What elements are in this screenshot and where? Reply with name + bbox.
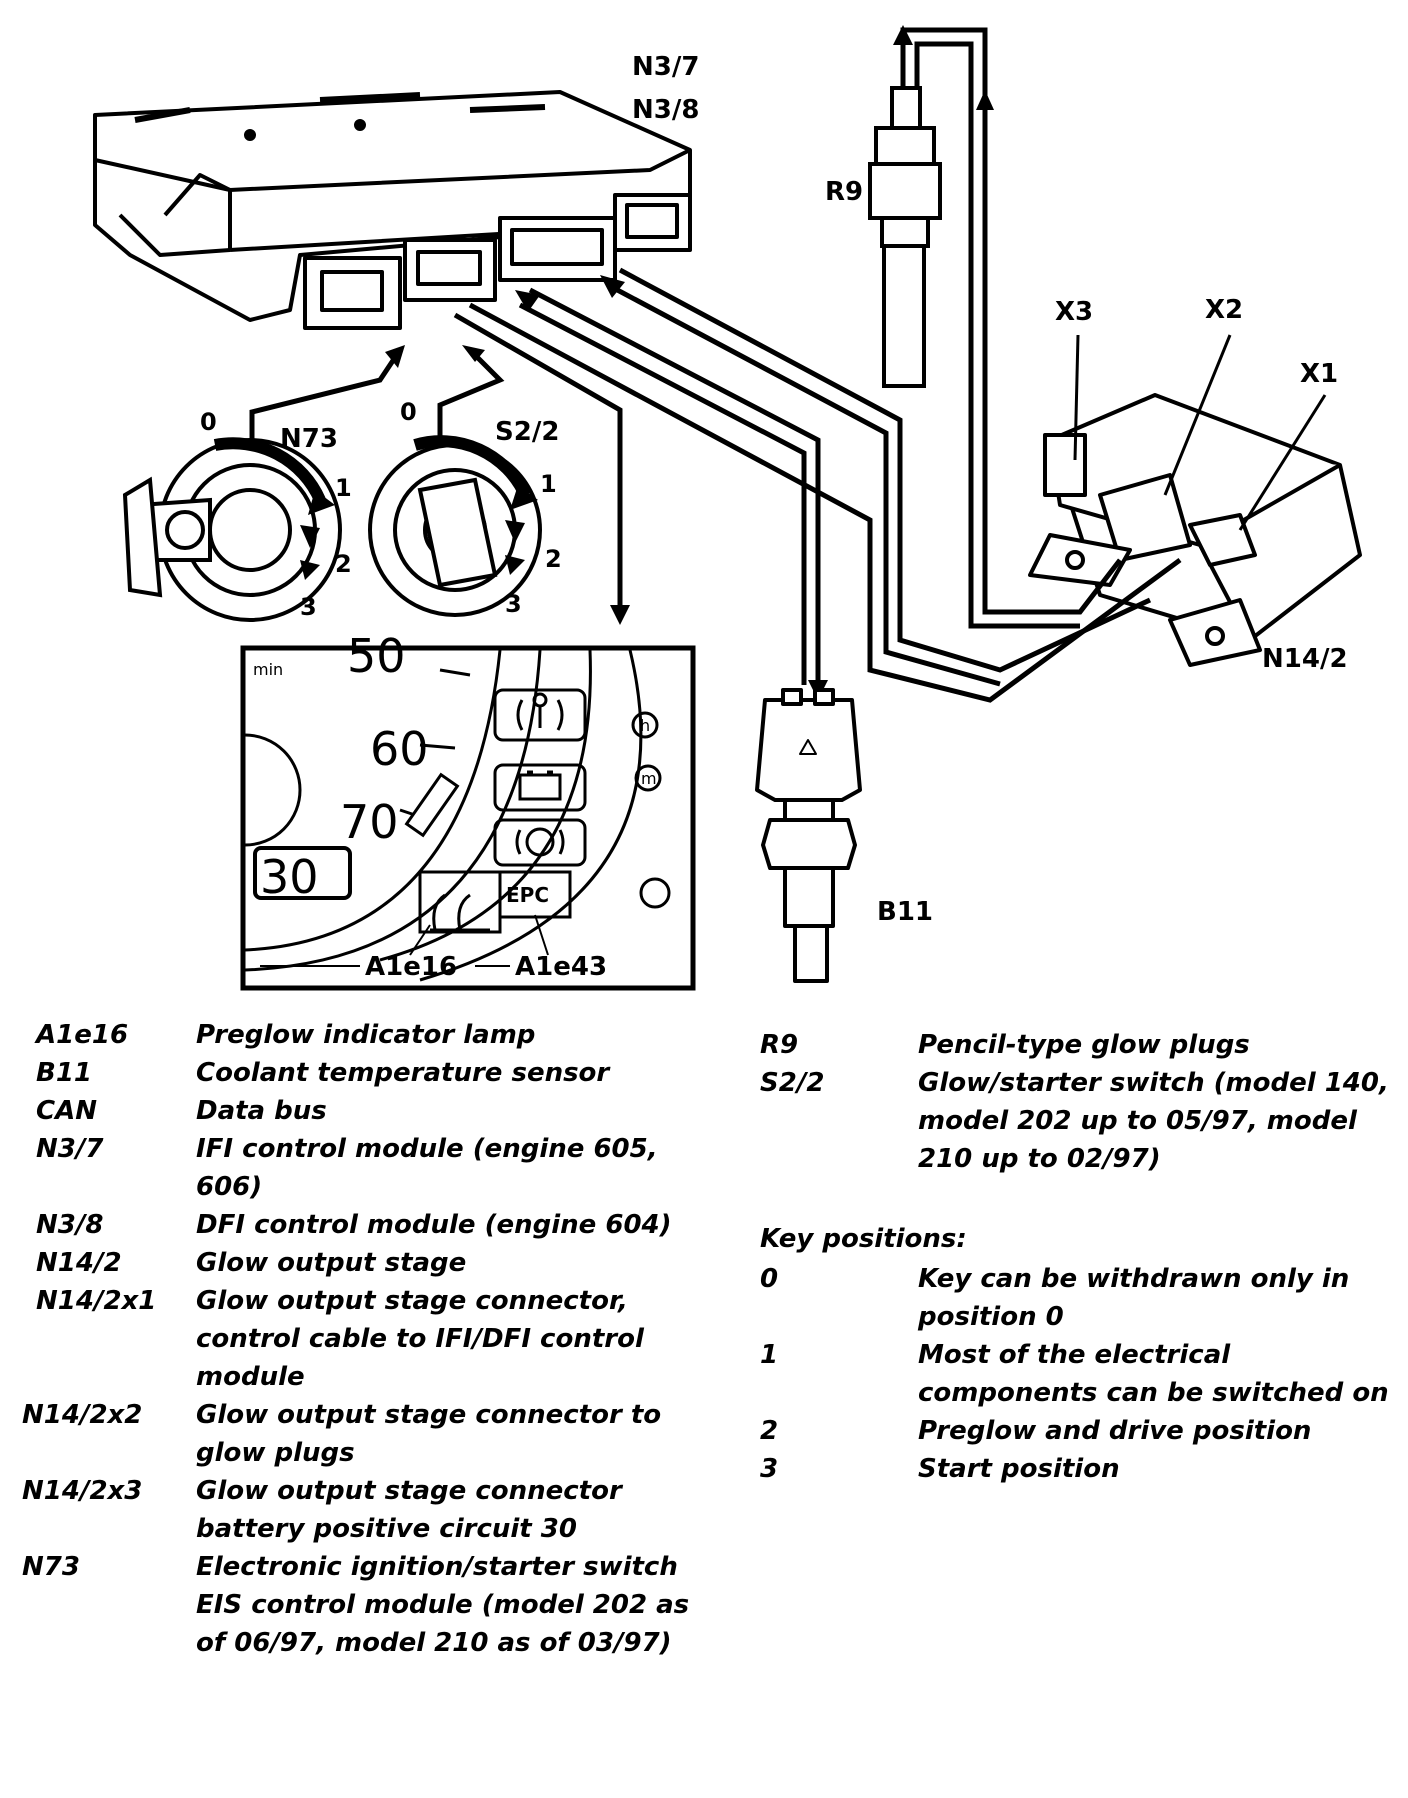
legend-desc: Pencil-type glow plugs	[918, 1030, 1250, 1060]
key-position-desc: Preglow and drive position	[918, 1416, 1312, 1446]
cluster-min: min	[253, 660, 283, 679]
legend-desc: Coolant temperature sensor	[196, 1058, 610, 1088]
battery-icon	[518, 770, 562, 801]
legend-code: R9	[760, 1030, 799, 1060]
legend-desc: DFI control module (engine 604)	[196, 1210, 672, 1240]
legend-row: N3/7 IFI control module (engine 605, 606…	[36, 1130, 696, 1206]
legend-row: A1e16 Preglow indicator lamp	[36, 1016, 696, 1054]
legend-right: R9 Pencil-type glow plugs S2/2 Glow/star…	[760, 1026, 1400, 1488]
legend-code: N3/7	[36, 1134, 104, 1164]
label-a1e16: A1e16	[365, 952, 457, 982]
glow-plug-drawing	[868, 86, 942, 388]
ignition-switch-n73-drawing	[122, 437, 342, 622]
s2-2-pos-1: 1	[540, 470, 557, 498]
legend-code: A1e16	[36, 1020, 129, 1050]
s2-2-pos-3: 3	[505, 590, 522, 618]
legend-desc: Glow output stage	[196, 1248, 467, 1278]
cluster-odometer-30: 30	[260, 850, 319, 904]
legend-desc: Glow output stage connector, control cab…	[196, 1286, 644, 1392]
legend-code: N14/2x2	[22, 1400, 143, 1430]
legend-desc: IFI control module (engine 605, 606)	[196, 1134, 658, 1202]
s2-2-pos-0: 0	[400, 398, 417, 426]
label-n3-7: N3/7	[632, 52, 699, 82]
key-position-row: 2 Preglow and drive position	[760, 1412, 1400, 1450]
n73-arrows	[300, 490, 335, 580]
label-n73: N73	[280, 424, 338, 454]
coolant-sensor-drawing	[755, 688, 862, 983]
legend-code: N3/8	[36, 1210, 104, 1240]
legend-row: N14/2x1 Glow output stage connector, con…	[36, 1282, 696, 1396]
wire-arrows	[385, 25, 994, 700]
key-position-row: 1 Most of the electrical components can …	[760, 1336, 1400, 1412]
legend-desc: Preglow indicator lamp	[196, 1020, 536, 1050]
legend-code: N14/2x3	[22, 1476, 143, 1506]
s2-2-pos-2: 2	[545, 545, 562, 573]
label-x1: X1	[1300, 359, 1338, 389]
seatbelt-warning-icon	[516, 692, 564, 731]
legend-left: A1e16 Preglow indicator lamp B11 Coolant…	[22, 1016, 696, 1662]
legend-code: N14/2	[36, 1248, 122, 1278]
legend-row: N14/2 Glow output stage	[36, 1244, 696, 1282]
label-r9: R9	[825, 177, 863, 207]
cluster-m: m	[641, 769, 657, 788]
legend-row: N3/8 DFI control module (engine 604)	[36, 1206, 696, 1244]
label-s2-2: S2/2	[495, 417, 559, 447]
glow-system-diagram: N3/7 N3/8 R9 X3 X2 X1 N14/2	[93, 25, 1362, 991]
cluster-scale-60: 60	[370, 722, 429, 776]
preglow-lamp-icon	[430, 893, 490, 932]
legend-row: B11 Coolant temperature sensor	[36, 1054, 696, 1092]
legend-code: N73	[22, 1552, 80, 1582]
label-n14-2: N14/2	[1262, 644, 1348, 674]
label-a1e43: A1e43	[515, 952, 607, 982]
label-n3-8: N3/8	[632, 95, 699, 125]
key-position-desc: Start position	[918, 1454, 1120, 1484]
legend-desc: Data bus	[196, 1096, 327, 1126]
n73-pos-1: 1	[335, 474, 352, 502]
legend-row: N14/2x2 Glow output stage connector to g…	[22, 1396, 696, 1472]
wiring	[249, 27, 1182, 703]
legend-code: S2/2	[760, 1068, 825, 1098]
label-x2: X2	[1205, 295, 1243, 325]
key-position-desc: Key can be withdrawn only in position 0	[918, 1264, 1350, 1332]
key-position-row: 0 Key can be withdrawn only in position …	[760, 1260, 1400, 1336]
glow-output-stage-drawing	[1028, 393, 1362, 667]
key-position-code: 1	[760, 1340, 779, 1370]
legend-desc: Glow/starter switch (model 140, model 20…	[918, 1068, 1389, 1174]
n73-pos-0: 0	[200, 408, 217, 436]
legend-desc: Glow output stage connector battery posi…	[196, 1476, 622, 1544]
n73-pos-2: 2	[335, 550, 352, 578]
key-position-code: 3	[760, 1454, 779, 1484]
s2-2-arrows	[505, 485, 538, 575]
n73-pos-3: 3	[300, 593, 317, 621]
label-b11: B11	[877, 897, 933, 927]
legend-code: B11	[36, 1058, 92, 1088]
key-position-code: 2	[760, 1416, 779, 1446]
key-position-code: 0	[760, 1264, 779, 1294]
legend-row: N73 Electronic ignition/starter switch E…	[22, 1548, 696, 1662]
cluster-h: h	[640, 716, 650, 735]
key-position-row: 3 Start position	[760, 1450, 1400, 1488]
legend-desc: Electronic ignition/starter switch EIS c…	[196, 1552, 690, 1658]
cluster-scale-70: 70	[340, 795, 399, 849]
brake-warning-icon	[515, 827, 565, 857]
legend-row: CAN Data bus	[36, 1092, 696, 1130]
label-x3: X3	[1055, 297, 1093, 327]
legend-row: N14/2x3 Glow output stage connector batt…	[22, 1472, 696, 1548]
legend-code: CAN	[36, 1096, 97, 1126]
key-positions-title: Key positions:	[760, 1224, 967, 1254]
cluster-epc-lamp: EPC	[506, 883, 549, 907]
legend-row: S2/2 Glow/starter switch (model 140, mod…	[760, 1064, 1400, 1178]
legend-desc: Glow output stage connector to glow plug…	[196, 1400, 662, 1468]
instrument-cluster: min 50 60 70 30 EPC h m A1e16 A1e43	[240, 629, 696, 991]
control-module-drawing	[93, 90, 692, 330]
cluster-scale-50: 50	[347, 629, 406, 683]
key-position-desc: Most of the electrical components can be…	[918, 1340, 1389, 1408]
legend-row: R9 Pencil-type glow plugs	[760, 1026, 1400, 1064]
legend-code: N14/2x1	[36, 1286, 157, 1316]
